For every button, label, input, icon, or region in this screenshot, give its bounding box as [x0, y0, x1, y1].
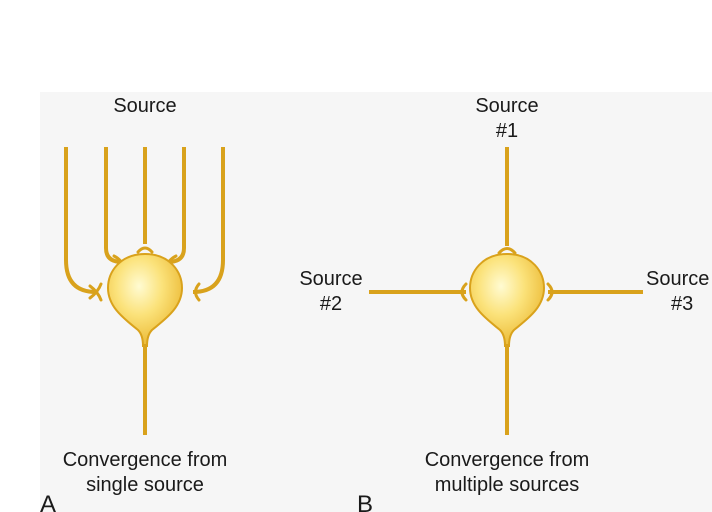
panel-b-source3-line1: Source [646, 268, 709, 290]
panel-b: Source #1 Source #2 Source #3 Convergenc… [299, 95, 709, 512]
panel-a-axon-branches [64, 147, 225, 294]
panel-b-caption-line2: multiple sources [435, 474, 580, 496]
panel-b-synaptic-terminals [460, 247, 554, 302]
panel-b-letter: B [357, 491, 373, 512]
panel-b-input-axons [369, 147, 643, 294]
panel-b-source3-line2: #3 [671, 293, 693, 315]
panel-b-source1-line2: #1 [496, 120, 518, 142]
panel-a-caption-line1: Convergence from [63, 449, 228, 471]
panel-a: Source Convergence from single source [40, 95, 227, 512]
panel-b-caption-line1: Convergence from [425, 449, 590, 471]
panel-b-source2-line1: Source [299, 268, 362, 290]
panel-a-caption-line2: single source [86, 474, 204, 496]
panel-b-source2-line2: #2 [320, 293, 342, 315]
panel-b-source1-line1: Source [475, 95, 538, 117]
panel-a-letter: A [40, 491, 56, 512]
panel-a-source-label: Source [113, 95, 176, 117]
